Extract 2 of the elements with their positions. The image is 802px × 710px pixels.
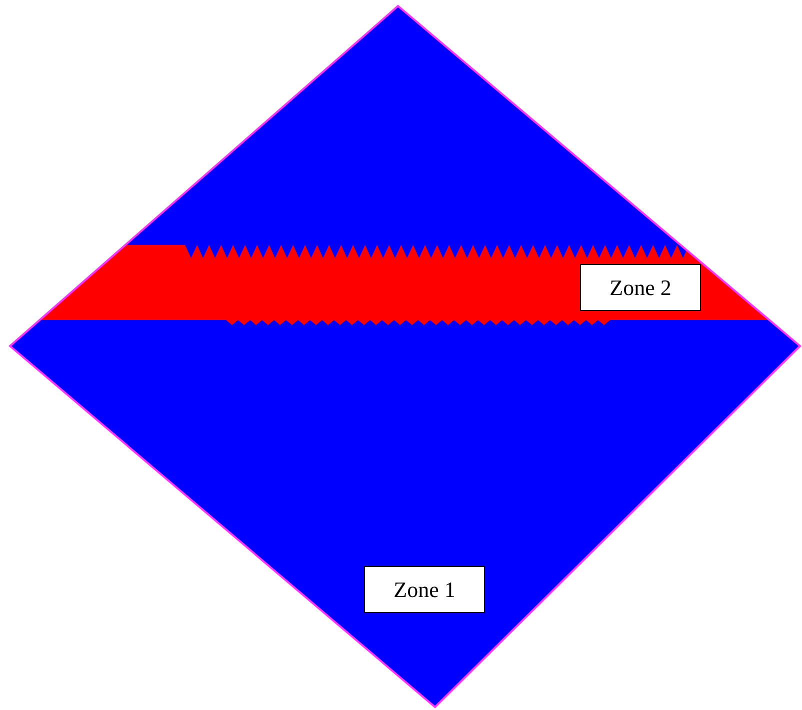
zone-label: Zone 2 (580, 264, 701, 311)
zone-label: Zone 1 (364, 566, 485, 613)
